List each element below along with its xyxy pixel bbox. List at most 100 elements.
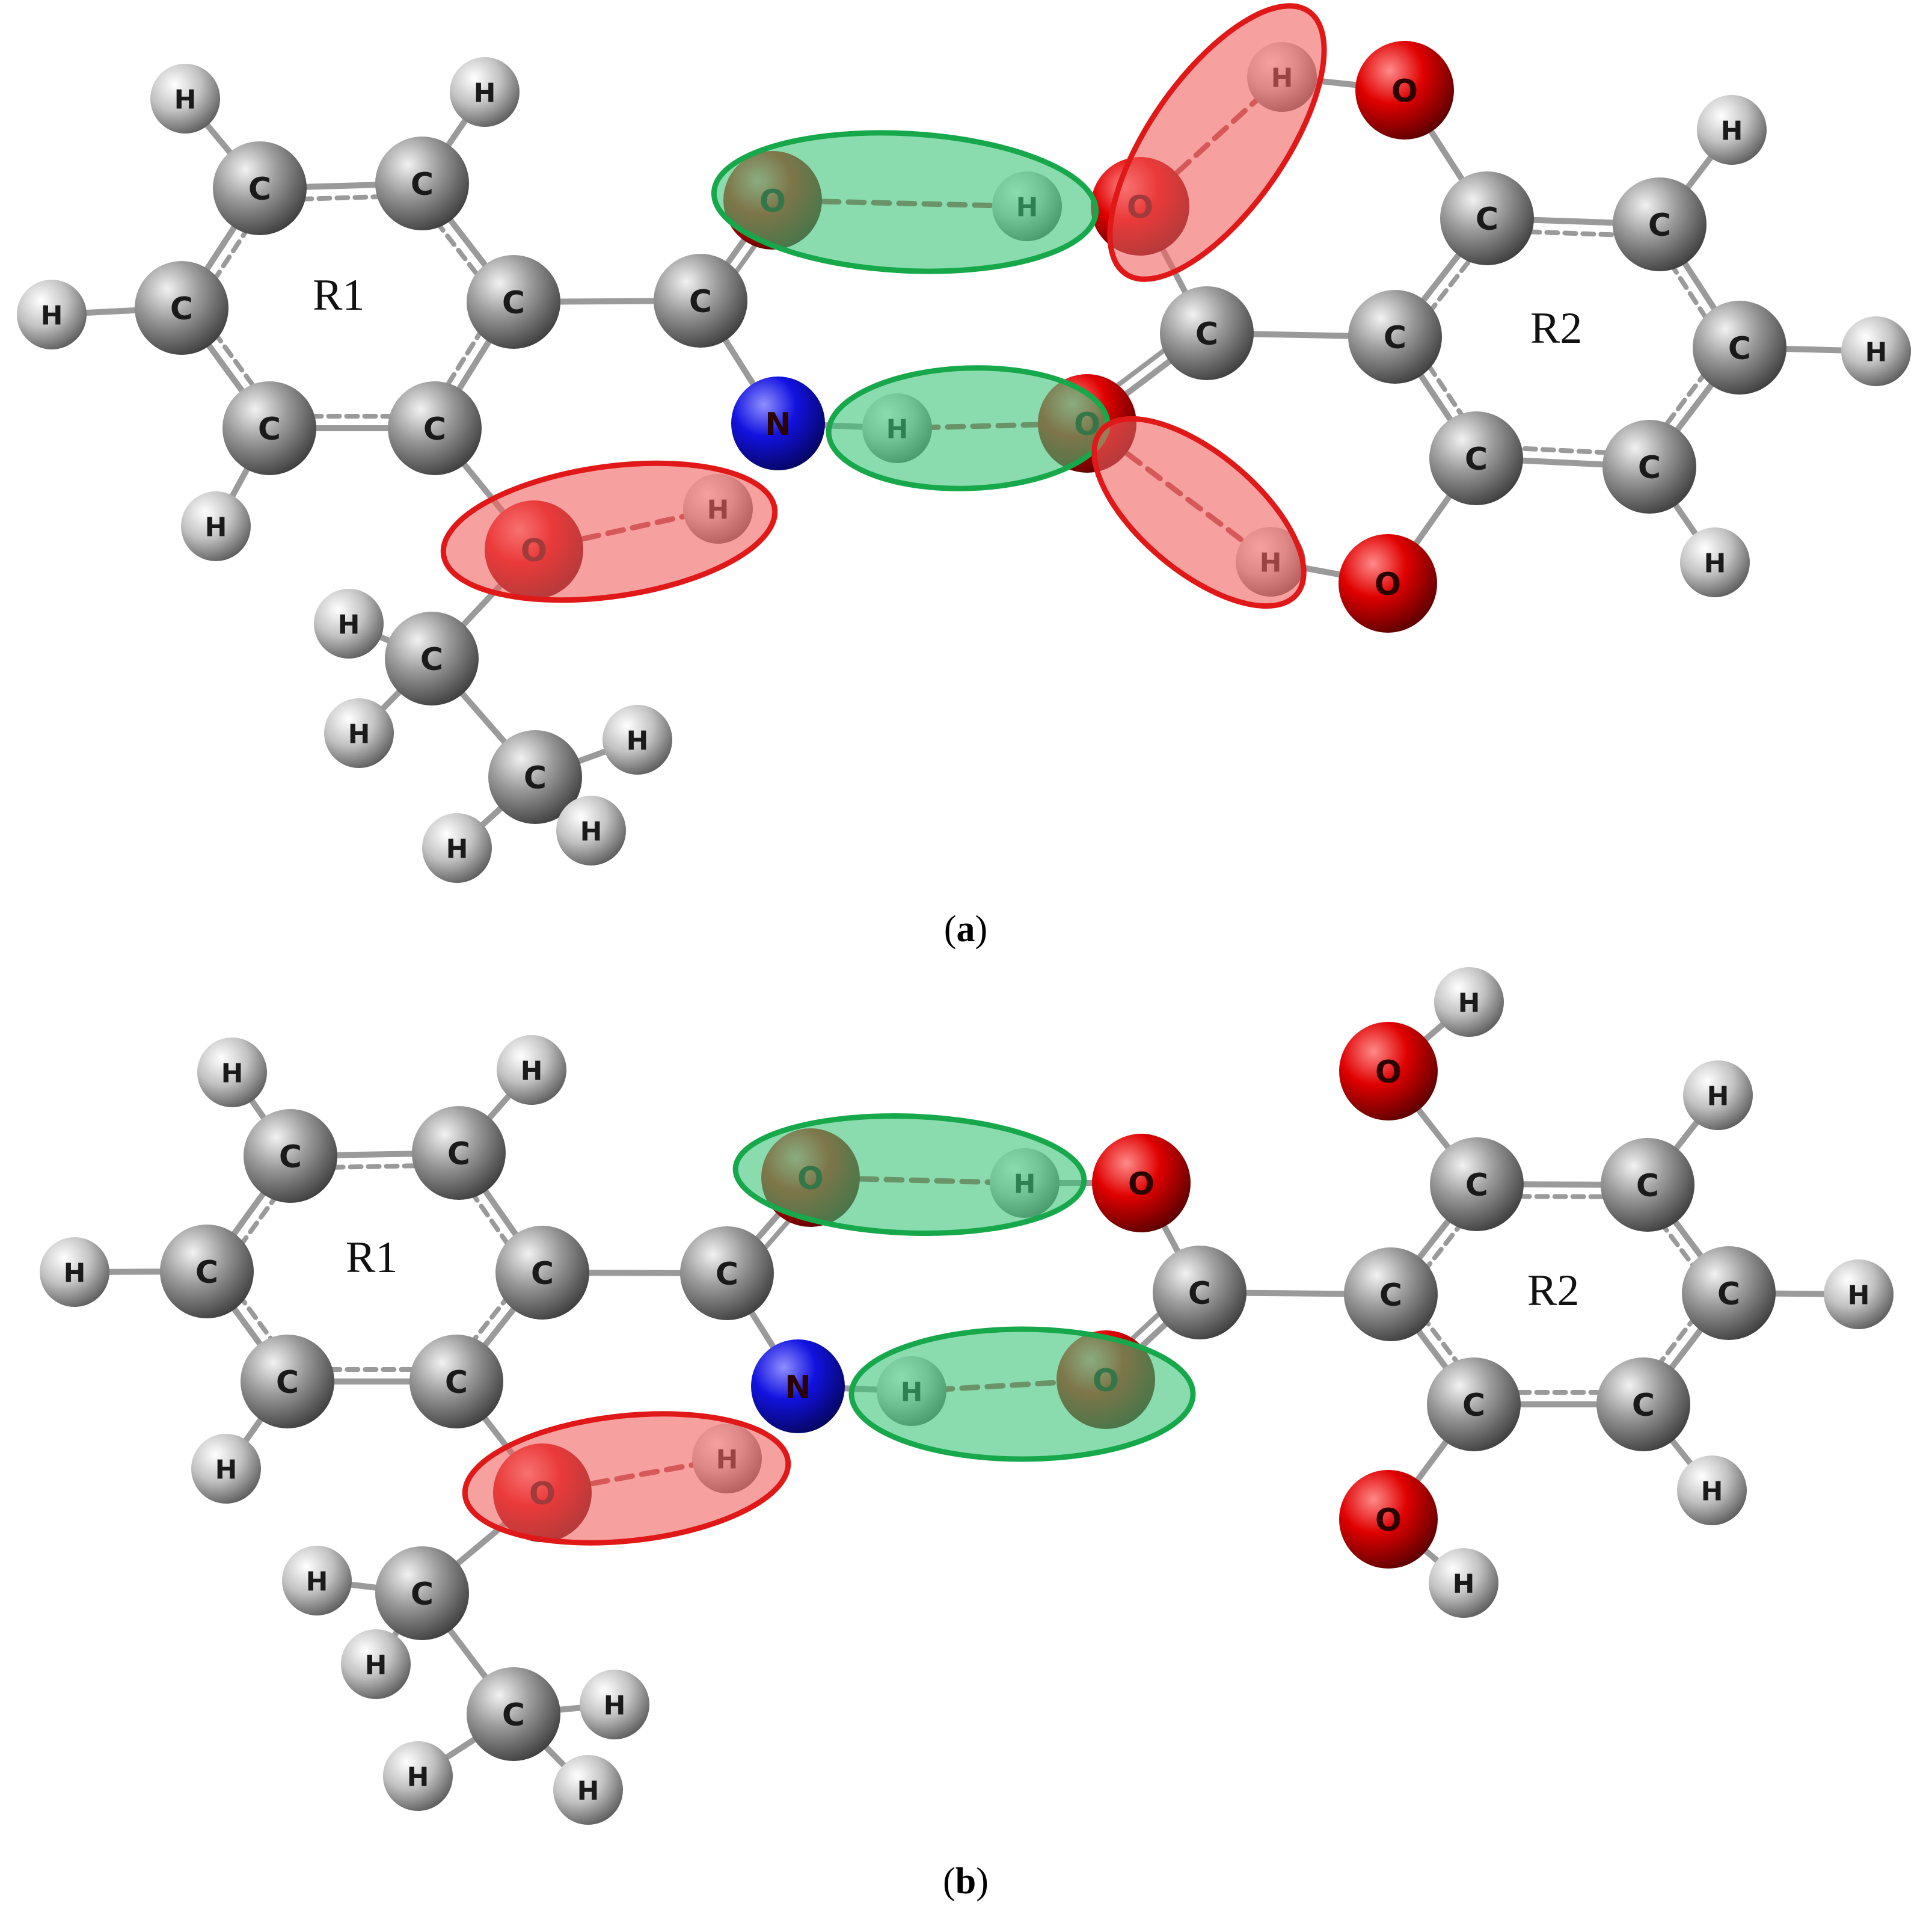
carbon-symbol: C (170, 291, 193, 327)
carbon-atom: C (1430, 1137, 1524, 1231)
carbon-atom: C (375, 1546, 469, 1640)
hydrogen-symbol: H (205, 512, 227, 543)
carbon-atom: C (135, 261, 228, 355)
hydrogen-symbol: H (215, 1455, 238, 1486)
hydrogen-atom: H (1429, 1548, 1498, 1618)
nitrogen-symbol: N (785, 1369, 811, 1406)
hydrogen-symbol: H (446, 834, 468, 865)
carbon-atom: C (654, 254, 747, 348)
carbon-symbol: C (423, 411, 446, 447)
carbon-atom: C (375, 137, 469, 230)
carbon-atom: C (680, 1226, 774, 1320)
carbon-atom: C (1348, 290, 1442, 384)
caption-b: (b) (943, 1861, 989, 1902)
carbon-atom: C (467, 1667, 560, 1761)
carbon-atom: C (409, 1335, 503, 1428)
carbon-atom: C (1440, 171, 1534, 265)
atom-layer: CCCCCCCONHHOHOCOCCCCCCOHOHCCHHHHHHHHHHHH (17, 41, 1911, 883)
intermolecular-hbond-highlight (732, 1113, 1087, 1236)
carbon-atom: C (160, 1225, 254, 1318)
carbon-atom: C (1427, 1357, 1521, 1451)
oxygen-atom: O (1355, 41, 1454, 140)
carbon-atom: C (241, 1335, 334, 1428)
nitrogen-atom: N (731, 377, 825, 470)
carbon-symbol: C (445, 1365, 468, 1401)
hydrogen-atom: H (450, 57, 520, 127)
hydrogen-symbol: H (1721, 116, 1743, 147)
hydrogen-atom: H (191, 1434, 261, 1504)
oxygen-atom: O (1092, 1134, 1191, 1232)
hydrogen-symbol: H (1453, 1569, 1475, 1600)
highlight-layer (440, 3, 1327, 609)
carbon-atom: C (1153, 1246, 1247, 1339)
ring-label-r1-b: R1 (346, 1233, 397, 1282)
hydrogen-atom: H (1434, 967, 1504, 1037)
hydrogen-symbol: H (64, 1258, 86, 1289)
oxygen-symbol: O (1375, 1054, 1402, 1090)
carbon-symbol: C (258, 411, 281, 447)
carbon-symbol: C (1462, 1388, 1485, 1424)
hydrogen-atom: H (282, 1546, 352, 1615)
carbon-symbol: C (1188, 1276, 1211, 1312)
carbon-symbol: C (502, 1697, 525, 1733)
carbon-symbol: C (1636, 1168, 1659, 1204)
carbon-atom: C (495, 1226, 589, 1320)
carbon-symbol: C (1648, 207, 1671, 244)
carbon-symbol: C (1384, 320, 1406, 356)
nitrogen-atom: N (751, 1339, 845, 1433)
ring-label-r2-a: R2 (1530, 304, 1582, 353)
oxygen-symbol: O (1391, 73, 1418, 109)
carbon-atom: C (1429, 411, 1523, 505)
hydrogen-atom: H (553, 1755, 623, 1825)
carbon-atom: C (1160, 286, 1254, 380)
oxygen-atom: O (1339, 1022, 1438, 1120)
hydrogen-symbol: H (580, 817, 603, 847)
hydrogen-atom: H (383, 1741, 453, 1811)
hydrogen-symbol: H (474, 78, 496, 109)
hydrogen-symbol: H (41, 301, 63, 331)
carbon-atom: C (244, 1109, 337, 1203)
carbon-atom: C (385, 612, 479, 705)
carbon-symbol: C (195, 1255, 218, 1291)
hydrogen-symbol: H (174, 85, 197, 115)
hydrogen-atom: H (1683, 1060, 1753, 1130)
hydrogen-symbol: H (627, 726, 649, 757)
intramolecular-hbond-highlight (1107, 3, 1327, 282)
carbon-symbol: C (1465, 441, 1488, 478)
hydrogen-atom: H (1680, 527, 1750, 597)
hydrogen-atom: H (1677, 1455, 1747, 1525)
carbon-atom: C (467, 255, 560, 349)
carbon-symbol: C (1728, 331, 1751, 367)
hydrogen-atom: H (181, 491, 251, 561)
hydrogen-atom: H (422, 813, 492, 883)
highlight-layer (462, 1113, 1196, 1546)
ring-label-r1-a: R1 (313, 271, 364, 320)
hydrogen-symbol: H (306, 1567, 328, 1597)
ring-label-r2-b: R2 (1527, 1266, 1579, 1315)
carbon-symbol: C (411, 1576, 434, 1612)
hydrogen-symbol: H (1848, 1280, 1870, 1311)
hydrogen-atom: H (1697, 95, 1767, 165)
hydrogen-atom: H (324, 698, 394, 768)
carbon-atom: C (1596, 1357, 1690, 1451)
hydrogen-symbol: H (348, 719, 370, 750)
hydrogen-symbol: H (1458, 988, 1480, 1019)
panel-b: CCCCCCCOHNHOOCCCCCCCOHOHOHCCHHHHHHHHHHHH (40, 967, 1894, 1825)
carbon-symbol: C (1717, 1276, 1740, 1312)
panel-a: CCCCCCCONHHOHOCOCCCCCCOHOHCCHHHHHHHHHHHH (17, 3, 1911, 883)
carbon-symbol: C (1195, 316, 1218, 352)
carbon-symbol: C (420, 642, 443, 678)
hydrogen-symbol: H (604, 1691, 626, 1721)
hydrogen-symbol: H (365, 1650, 387, 1681)
carbon-atom: C (1613, 177, 1707, 271)
carbon-symbol: C (1465, 1167, 1488, 1203)
hydrogen-atom: H (17, 280, 87, 349)
intermolecular-hbond-highlight (826, 365, 1111, 491)
carbon-atom: C (1602, 420, 1696, 514)
hydrogen-atom: H (556, 796, 626, 865)
carbon-atom: C (213, 141, 307, 235)
hydrogen-symbol: H (221, 1059, 244, 1089)
carbon-symbol: C (411, 167, 434, 203)
carbon-symbol: C (279, 1139, 302, 1175)
